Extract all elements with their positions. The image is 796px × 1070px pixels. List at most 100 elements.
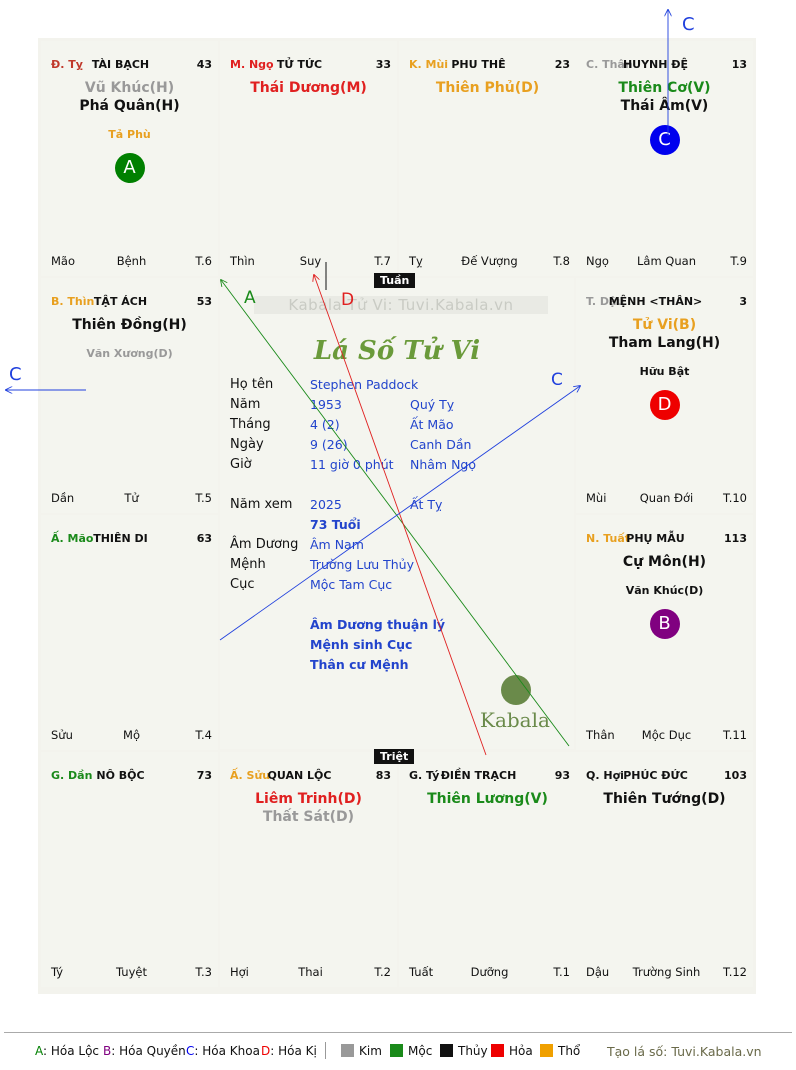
legend-key: A	[35, 1044, 43, 1058]
footer-branch: Ngọ	[586, 254, 609, 268]
footer-decade: T.12	[723, 965, 747, 979]
palace-name: QUAN LỘC	[267, 769, 332, 782]
info-value: 9 (26)	[310, 437, 348, 452]
info-label: Họ tên	[230, 377, 274, 392]
palace-name: PHU THÊ	[451, 58, 506, 71]
palace-name: TẬT ÁCH	[93, 295, 148, 308]
tuan-label: Tuần	[374, 273, 416, 288]
info-note: Âm Dương thuận lý	[310, 617, 446, 632]
palace-number: 113	[724, 532, 747, 545]
main-star: Thiên Đồng(H)	[72, 317, 187, 333]
element-swatch	[491, 1044, 504, 1057]
palace-number: 23	[554, 58, 570, 71]
palace-stars: Thiên Tướng(D)	[576, 790, 753, 808]
footer-decade: T.7	[374, 254, 391, 268]
footer-stage: Trường Sinh	[632, 965, 701, 979]
palace-branch: N. Tuất	[586, 532, 631, 545]
year-view-label: Năm xem	[230, 497, 293, 512]
footer-decade: T.8	[553, 254, 570, 268]
palace-name: MỆNH <THÂN>	[608, 295, 703, 308]
palace-name: TÀI BẠCH	[91, 58, 150, 71]
info-canchi: Ất Mão	[410, 417, 454, 432]
palace-branch: Q. Hợi	[586, 769, 624, 782]
palace-branch: K. Mùi	[409, 58, 449, 71]
palace-stars: Thiên Cơ(V)Thái Âm(V)C	[576, 79, 753, 155]
triet-label: Triệt	[374, 749, 415, 764]
info-label: Âm Dương	[230, 537, 299, 552]
footer-branch: Sửu	[51, 728, 73, 742]
footer-stage: Bệnh	[116, 254, 147, 268]
element-label: Thủy	[458, 1044, 488, 1058]
palace-number: 93	[554, 769, 570, 782]
palace-branch: M. Ngọ	[230, 58, 274, 71]
footer-branch: Mão	[51, 254, 76, 268]
footer-stage: Dưỡng	[470, 965, 509, 979]
footer-decade: T.10	[723, 491, 747, 505]
footer-stage: Tuyệt	[116, 965, 147, 979]
main-star: Thất Sát(D)	[262, 809, 355, 825]
info-value: 1953	[310, 397, 342, 412]
palace-stars: Thiên Đồng(H)Văn Xương(D)	[41, 316, 218, 362]
footer-branch: Thìn	[230, 254, 255, 268]
footer-decade: T.2	[374, 965, 391, 979]
palace-number: 73	[196, 769, 212, 782]
main-star: Thái Dương(M)	[250, 80, 367, 96]
legend-element-item: Thủy	[440, 1044, 488, 1058]
arrow-c-left-label: C	[9, 364, 22, 385]
palace-branch: Đ. Tỵ	[51, 58, 83, 71]
info-canchi: Canh Dần	[410, 437, 472, 452]
legend-element-item: Kim	[341, 1044, 382, 1058]
footer-stage: Suy	[299, 254, 322, 268]
info-label: Mệnh	[230, 557, 266, 572]
footer-stage: Tử	[124, 491, 139, 505]
footer-stage: Thai	[298, 965, 323, 979]
info-value: 11 giờ 0 phút	[310, 457, 394, 472]
legend-element-item: Hỏa	[491, 1044, 533, 1058]
legend-hoa-item: C: Hóa Khoa	[186, 1044, 260, 1058]
palace-number: 63	[196, 532, 212, 545]
footer-branch: Dậu	[586, 965, 610, 979]
element-swatch	[540, 1044, 553, 1057]
palace-branch: T. Dậu	[586, 295, 625, 308]
footer-branch: Tuất	[409, 965, 434, 979]
element-swatch	[440, 1044, 453, 1057]
info-value: Âm Nam	[310, 537, 364, 552]
legend-hoa-item: D: Hóa Kị	[261, 1044, 317, 1058]
transformation-badge: B	[649, 609, 680, 639]
legend-text: : Hóa Quyền	[111, 1044, 186, 1058]
footer-decade: T.4	[195, 728, 212, 742]
element-label: Thổ	[558, 1044, 581, 1058]
footer-stage: Lâm Quan	[637, 254, 696, 268]
footer-decade: T.6	[195, 254, 212, 268]
legend-key: B	[103, 1044, 112, 1058]
palace-footer: Dậu Trường Sinh T.12	[586, 965, 747, 979]
info-note: Thân cư Mệnh	[310, 657, 409, 672]
palace-branch: G. Dần	[51, 769, 93, 782]
chart-title: Lá Số Tử Vi	[313, 336, 481, 366]
palace-stars: Liêm Trinh(D)Thất Sát(D)	[220, 790, 397, 826]
palace-number: 3	[739, 295, 747, 308]
palace-number: 43	[196, 58, 212, 71]
